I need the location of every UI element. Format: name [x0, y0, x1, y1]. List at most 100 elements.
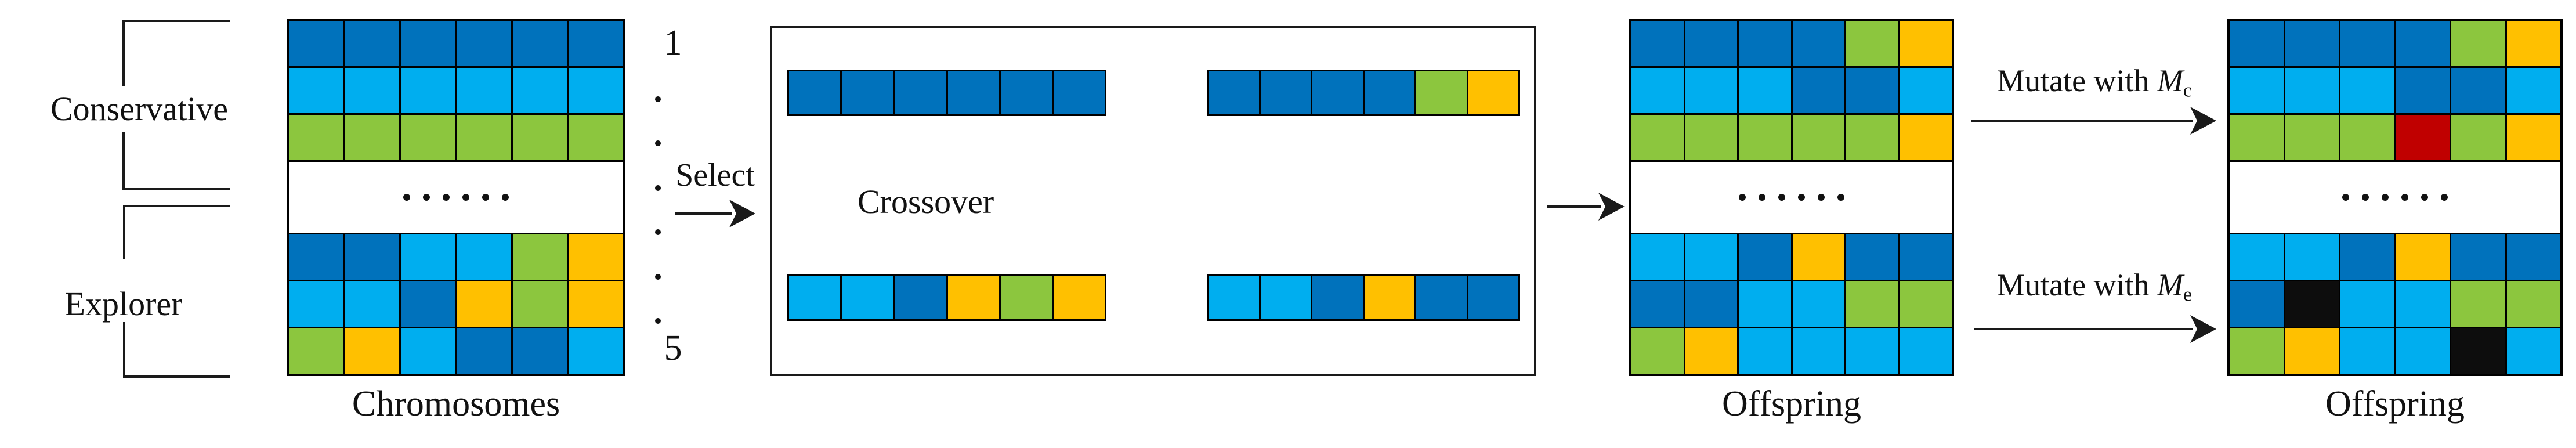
gene-cell-db [2285, 21, 2339, 66]
gene-cell-lb [2340, 328, 2394, 374]
gene-cell-gr [401, 115, 455, 160]
gene-cell-db [1312, 276, 1363, 319]
offspring2-conservative-rows [2230, 21, 2560, 162]
offspring2-ellipsis [2230, 162, 2560, 233]
gene-cell-db [2340, 234, 2394, 280]
gene-cell-db [895, 276, 946, 319]
mutate-arrow-top [1971, 107, 2216, 135]
gene-cell-db [345, 234, 399, 280]
chromosome-row [1631, 234, 1952, 280]
gene-cell-or [2285, 328, 2339, 374]
gene-cell-db [1468, 276, 1518, 319]
chromosome-row [2230, 115, 2560, 160]
child-chromosome-bottom [1207, 274, 1520, 321]
chromosome-index-last: 5 [664, 328, 682, 368]
offspring1-ellipsis [1631, 162, 1952, 233]
ellipsis-dot [403, 194, 410, 201]
gene-cell-lb [345, 281, 399, 327]
ellipsis-dot [2382, 194, 2389, 201]
gene-cell-db [457, 328, 511, 374]
gene-cell-db [1364, 71, 1414, 114]
ellipsis-dot [655, 317, 661, 324]
mutate-arrow-bottom [1974, 315, 2216, 343]
gene-cell-gr [2451, 115, 2505, 160]
gene-cell-gr [2230, 328, 2284, 374]
gene-cell-lb [569, 68, 623, 113]
gene-cell-or [1053, 276, 1105, 319]
gene-cell-db [1846, 234, 1898, 280]
chromosomes-explorer-rows [289, 233, 623, 374]
gene-cell-or [1900, 115, 1952, 160]
gene-cell-lb [1209, 276, 1259, 319]
select-arrow [675, 200, 755, 227]
gene-cell-db [1792, 68, 1844, 113]
gene-cell-gr [2506, 281, 2560, 327]
gene-cell-bk [2285, 281, 2339, 327]
gene-cell-lb [2506, 68, 2560, 113]
gene-cell-or [2396, 234, 2450, 280]
chromosome-row [2230, 234, 2560, 280]
gene-cell-gr [457, 115, 511, 160]
chromosome-row [289, 328, 623, 374]
gene-cell-db [895, 71, 946, 114]
chromosome-row [1631, 115, 1952, 160]
gene-cell-db [2506, 234, 2560, 280]
gene-cell-lb [2396, 328, 2450, 374]
gene-cell-db [1846, 68, 1898, 113]
gene-cell-lb [2285, 234, 2339, 280]
chromosome-row [789, 71, 1105, 114]
conservative-group-label: Conservative [50, 90, 229, 128]
gene-cell-gr [1792, 115, 1844, 160]
gene-cell-gr [1739, 115, 1791, 160]
gene-cell-or [569, 234, 623, 280]
mutate-bottom-label: Mutate with Me [1967, 268, 2222, 306]
gene-cell-lb [2340, 281, 2394, 327]
gene-cell-bk [2451, 328, 2505, 374]
gene-cell-gr [2340, 115, 2394, 160]
gene-cell-lb [289, 68, 343, 113]
gene-cell-gr [1685, 115, 1737, 160]
gene-cell-db [1312, 71, 1363, 114]
gene-cell-gr [1631, 328, 1684, 374]
gene-cell-lb [2396, 281, 2450, 327]
chromosome-row [2230, 21, 2560, 66]
chromosome-row [2230, 328, 2560, 374]
gene-cell-gr [1846, 21, 1898, 66]
explorer-group-label: Explorer [64, 285, 183, 323]
gene-cell-or [345, 328, 399, 374]
gene-cell-gr [513, 115, 567, 160]
gene-cell-gr [345, 115, 399, 160]
gene-cell-or [569, 281, 623, 327]
gene-cell-db [1792, 21, 1844, 66]
gene-cell-or [1364, 276, 1414, 319]
gene-cell-db [345, 21, 399, 66]
gene-cell-db [1685, 281, 1737, 327]
ellipsis-dot [443, 194, 450, 201]
to-offspring-arrow [1547, 193, 1625, 221]
ellipsis-dot [1798, 194, 1805, 201]
ellipsis-dot [423, 194, 430, 201]
chromosomes-conservative-rows [289, 21, 623, 162]
chromosomes-ellipsis [289, 162, 623, 233]
gene-cell-gr [2451, 281, 2505, 327]
gene-cell-lb [1631, 68, 1684, 113]
ellipsis-dot [2362, 194, 2369, 201]
gene-cell-lb [1685, 234, 1737, 280]
gene-cell-gr [1416, 71, 1467, 114]
chromosome-index-ellipsis [654, 96, 661, 324]
gene-cell-lb [789, 276, 841, 319]
ellipsis-dot [655, 185, 661, 191]
select-label: Select [675, 157, 755, 193]
gene-cell-db [457, 21, 511, 66]
chromosome-row [1209, 276, 1518, 319]
gene-cell-gr [1900, 281, 1952, 327]
gene-cell-db [513, 21, 567, 66]
gene-cell-lb [1900, 68, 1952, 113]
chromosome-row [289, 21, 623, 66]
ellipsis-dot [482, 194, 489, 201]
mutate-top-symbol: M [2157, 63, 2184, 98]
gene-cell-db [2451, 234, 2505, 280]
gene-cell-lb [569, 328, 623, 374]
ellipsis-dot [2401, 194, 2408, 201]
